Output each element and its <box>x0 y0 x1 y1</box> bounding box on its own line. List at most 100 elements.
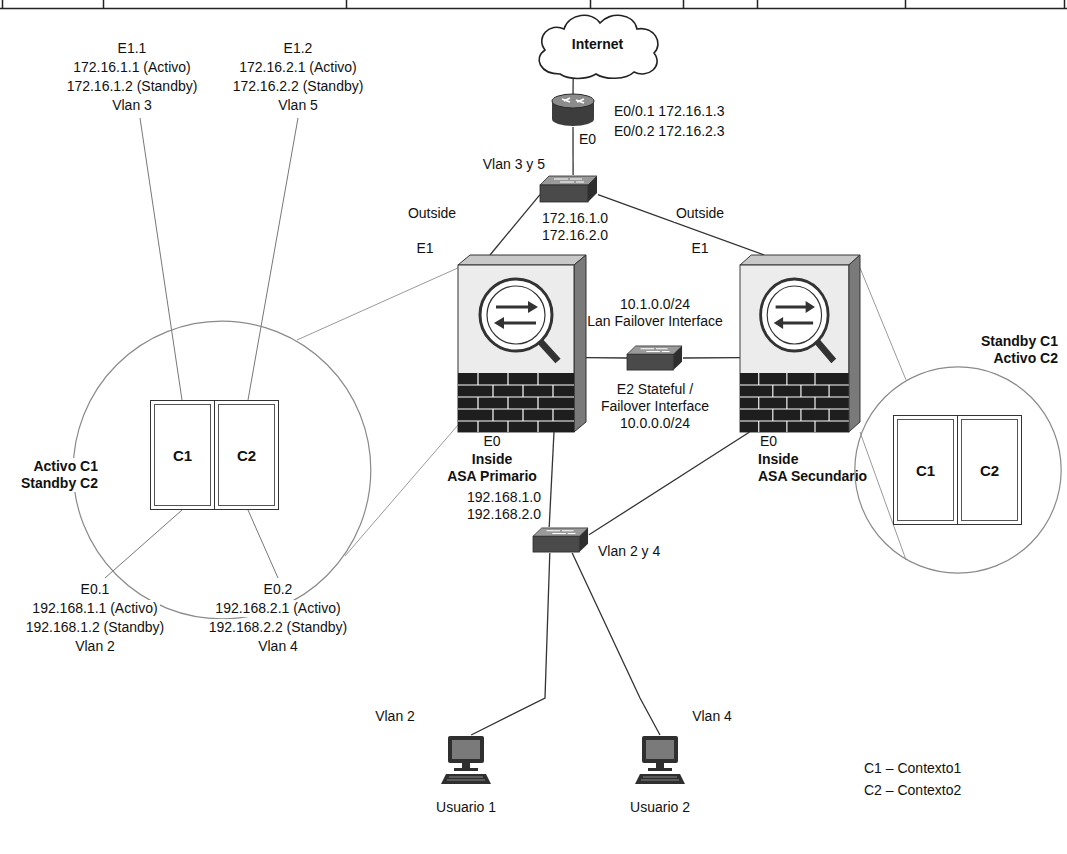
router-symbol <box>551 93 595 127</box>
network-link <box>471 553 550 735</box>
vlan-label: Vlan 2 <box>73 638 117 655</box>
text-line: E2 Stateful / <box>601 381 709 398</box>
text-line: E1 <box>691 240 708 257</box>
text-line: C2 – Contexto2 <box>864 782 961 799</box>
ip-address: 172.16.1.2 (Standby) <box>65 78 200 95</box>
interface-name: E1.2 <box>282 40 315 57</box>
node-label: 172.16.1.0 172.16.2.0 <box>542 210 608 244</box>
text-line: Activo C2 <box>981 350 1058 367</box>
network-link <box>683 357 740 359</box>
text-line: Vlan 4 <box>258 638 298 655</box>
node-label: Usuario 1 <box>436 799 496 816</box>
text-line: Vlan 3 y 5 <box>483 156 545 173</box>
text-line: C2 <box>237 447 256 464</box>
node-label: Vlan 2 y 4 <box>598 543 660 560</box>
text-line: Vlan 2 y 4 <box>598 543 660 560</box>
switch-icon: 10.1.0.0/24 Lan Failover InterfaceE2 Sta… <box>627 345 683 371</box>
text-line: Vlan 2 <box>75 638 115 655</box>
internet-cloud: Internet <box>530 8 665 80</box>
interface-address: E0/0.1 172.16.1.3 <box>612 103 727 120</box>
text-line: E1.1 <box>118 40 147 57</box>
network-link <box>297 268 458 340</box>
text-line: E0.1 <box>81 581 110 598</box>
interface-name: E1 <box>414 240 435 257</box>
text-line: E0.2 <box>264 581 293 598</box>
ip-address: 192.168.2.2 (Standby) <box>207 619 350 636</box>
text-line: Outside <box>676 205 724 222</box>
node-label: Inside ASA Primario <box>447 451 537 485</box>
asa-firewall: Inside ASA Primario <box>458 255 586 432</box>
text-line: 172.16.2.0 <box>542 227 608 244</box>
node-label: C1 <box>916 462 935 479</box>
text-line: 192.168.1.2 (Standby) <box>26 619 165 636</box>
zone-label: Outside <box>406 205 458 222</box>
text-line: E0 <box>760 433 777 450</box>
ip-address: 172.16.1.1 (Activo) <box>71 59 193 76</box>
node-label: Inside ASA Secundario <box>758 451 867 485</box>
interface-name: E1.1 <box>116 40 149 57</box>
text-line: Vlan 2 <box>375 708 415 725</box>
node-label: 10.1.0.0/24 Lan Failover Interface <box>587 296 722 330</box>
text-line: 172.16.1.0 <box>542 210 608 227</box>
text-line: Vlan 4 <box>692 708 732 725</box>
vlan-label: Vlan 3 <box>110 97 154 114</box>
zone-label: Outside <box>674 205 726 222</box>
network-link <box>572 553 660 735</box>
vlan-label: Vlan 4 <box>256 638 300 655</box>
node-label: Vlan 3 y 5 <box>483 156 545 173</box>
text-line: 192.168.1.1 (Activo) <box>32 600 157 617</box>
text-line: 10.0.0.0/24 <box>601 415 709 432</box>
switch-symbol <box>533 527 589 553</box>
interface-name: E0 <box>758 433 779 450</box>
text-line: Vlan 5 <box>278 97 318 114</box>
network-link <box>589 432 750 535</box>
switch-symbol <box>540 175 598 203</box>
leader-line <box>105 118 298 578</box>
asa-firewall: Inside ASA Secundario <box>740 255 860 432</box>
ip-address: 192.168.2.1 (Activo) <box>213 600 342 617</box>
vlan-label: Vlan 4 <box>690 708 734 725</box>
text-line: E1.2 <box>284 40 313 57</box>
node-label: E0 <box>579 131 596 148</box>
ip-address: 192.168.1.1 (Activo) <box>30 600 159 617</box>
text-line: Internet <box>572 36 623 53</box>
switch-symbol <box>627 345 683 371</box>
node-label: 192.168.1.0 192.168.2.0 <box>467 489 541 523</box>
ip-address: 172.16.2.2 (Standby) <box>231 78 366 95</box>
context-key: C1 – Contexto1 <box>862 760 963 777</box>
vlan-label: Vlan 5 <box>276 97 320 114</box>
context-circle: Standby C1 Activo C2C1C2 <box>854 366 1062 574</box>
text-line: E0 <box>483 433 500 450</box>
text-line: C1 <box>173 447 192 464</box>
network-link <box>490 195 540 255</box>
network-link <box>549 432 554 527</box>
text-line: 192.168.2.2 (Standby) <box>209 619 348 636</box>
user-pc: Usuario 1 <box>440 735 492 787</box>
pc-symbol <box>440 735 492 787</box>
text-line: Inside <box>447 451 537 468</box>
network-link <box>572 76 574 94</box>
text-line: 192.168.1.0 <box>467 489 541 506</box>
interface-name: E0 <box>481 433 502 450</box>
text-line: E0/0.1 172.16.1.3 <box>614 103 725 120</box>
network-link <box>586 357 627 359</box>
node-label: C2 <box>980 462 999 479</box>
text-line: 192.168.2.1 (Activo) <box>215 600 340 617</box>
context-box: C2 <box>214 400 279 510</box>
node-label: Standby C1 Activo C2 <box>979 333 1060 367</box>
text-line: E1 <box>416 240 433 257</box>
node-label: Usuario 2 <box>630 799 690 816</box>
text-line: Inside <box>758 451 867 468</box>
text-line: Failover Interface <box>601 398 709 415</box>
node-label: C2 <box>237 447 256 464</box>
router-icon: E0 <box>551 93 595 127</box>
context-box: C1 <box>150 400 215 510</box>
node-label: E2 Stateful / Failover Interface 10.0.0.… <box>601 381 709 432</box>
text-line: Outside <box>408 205 456 222</box>
interface-name: E0.2 <box>262 581 295 598</box>
text-line: Standby C1 <box>981 333 1058 350</box>
text-line: C1 – Contexto1 <box>864 760 961 777</box>
